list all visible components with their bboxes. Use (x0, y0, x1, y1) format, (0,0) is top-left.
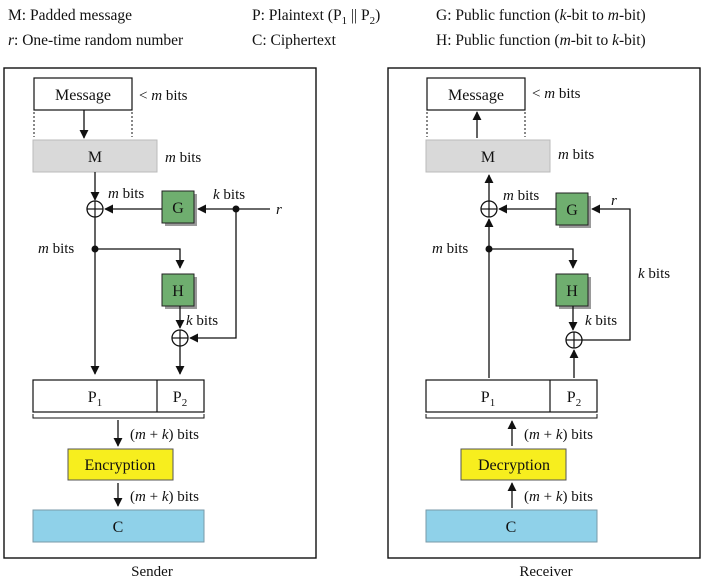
sender-g-label: G (172, 200, 184, 217)
sender-p1-label: P1 (88, 389, 102, 409)
receiver-m-label: M (481, 149, 495, 166)
sender-encryption-box (67, 448, 174, 481)
receiver-p-box (425, 379, 598, 413)
sender-r-label: r (276, 202, 282, 218)
legend-h-line: H: Public function (m-bit to k-bit) (436, 32, 646, 49)
sender-m-box (32, 139, 158, 173)
receiver-c-label: C (506, 519, 517, 536)
receiver-g-box (555, 192, 589, 226)
legend-g-line: G: Public function (k-bit to m-bit) (436, 7, 646, 24)
sender-m-label: M (88, 149, 102, 166)
legend-m-line: M: Padded message (8, 7, 132, 24)
receiver-h-label: H (566, 283, 578, 300)
sender-m-bits-3: m bits (38, 241, 74, 257)
sender-mk-bits-2: (m + k) bits (130, 489, 199, 505)
receiver-m-bits-1: m bits (558, 147, 594, 163)
receiver-message-label: Message (448, 87, 504, 104)
sender-panel (3, 67, 317, 559)
receiver-m-bits-3: m bits (432, 241, 468, 257)
receiver-c-box (425, 509, 598, 543)
receiver-h-box (555, 273, 589, 307)
sender-k-bits-2: k bits (186, 313, 218, 329)
sender-message-label: Message (55, 87, 111, 104)
receiver-panel (387, 67, 701, 559)
sender-c-label: C (113, 519, 124, 536)
legend: M: Padded message r: One-time random num… (8, 7, 646, 49)
legend-c-line: C: Ciphertext (252, 32, 337, 49)
sender-mk-bits-1: (m + k) bits (130, 427, 199, 443)
receiver-k-bits-1: k bits (638, 266, 670, 282)
sender-m-bits-1: m bits (165, 150, 201, 166)
receiver-message-box (426, 77, 526, 111)
sender-title: Sender (131, 564, 173, 579)
sender-encryption-label: Encryption (84, 457, 155, 474)
receiver-mk-bits-2: (m + k) bits (524, 489, 593, 505)
sender-h-label: H (172, 283, 184, 300)
receiver-g-label: G (566, 202, 578, 219)
receiver-m-box (425, 139, 551, 173)
sender-c-box (32, 509, 205, 543)
receiver-p1-label: P1 (481, 389, 495, 409)
sender-lt-m-bits: < m bits (139, 88, 188, 104)
sender-p-box (32, 379, 205, 413)
legend-p-line: P: Plaintext (P1 || P2) (252, 7, 380, 27)
receiver-k-bits-2: k bits (585, 313, 617, 329)
receiver-m-bits-2: m bits (503, 188, 539, 204)
receiver-decryption-box (460, 448, 567, 481)
sender-g-box (161, 190, 195, 224)
receiver-title: Receiver (519, 564, 572, 579)
receiver-p2-label: P2 (567, 389, 581, 409)
receiver-labels: Message < m bits M m bits m bits G r m b… (432, 86, 670, 579)
sender-h-box (161, 273, 195, 307)
sender-labels: Message < m bits M m bits m bits G k bit… (38, 87, 282, 579)
sender-m-bits-2: m bits (108, 186, 144, 202)
receiver-frame (387, 67, 701, 559)
receiver-mk-bits-1: (m + k) bits (524, 427, 593, 443)
receiver-lt-m-bits: < m bits (532, 86, 581, 102)
receiver-r-label: r (611, 193, 617, 209)
sender-p2-label: P2 (173, 389, 187, 409)
legend-r-line: r: One-time random number (8, 32, 184, 49)
sender-frame (3, 67, 317, 559)
sender-message-box (33, 77, 133, 111)
receiver-decryption-label: Decryption (478, 457, 550, 474)
sender-k-bits-1: k bits (213, 187, 245, 203)
